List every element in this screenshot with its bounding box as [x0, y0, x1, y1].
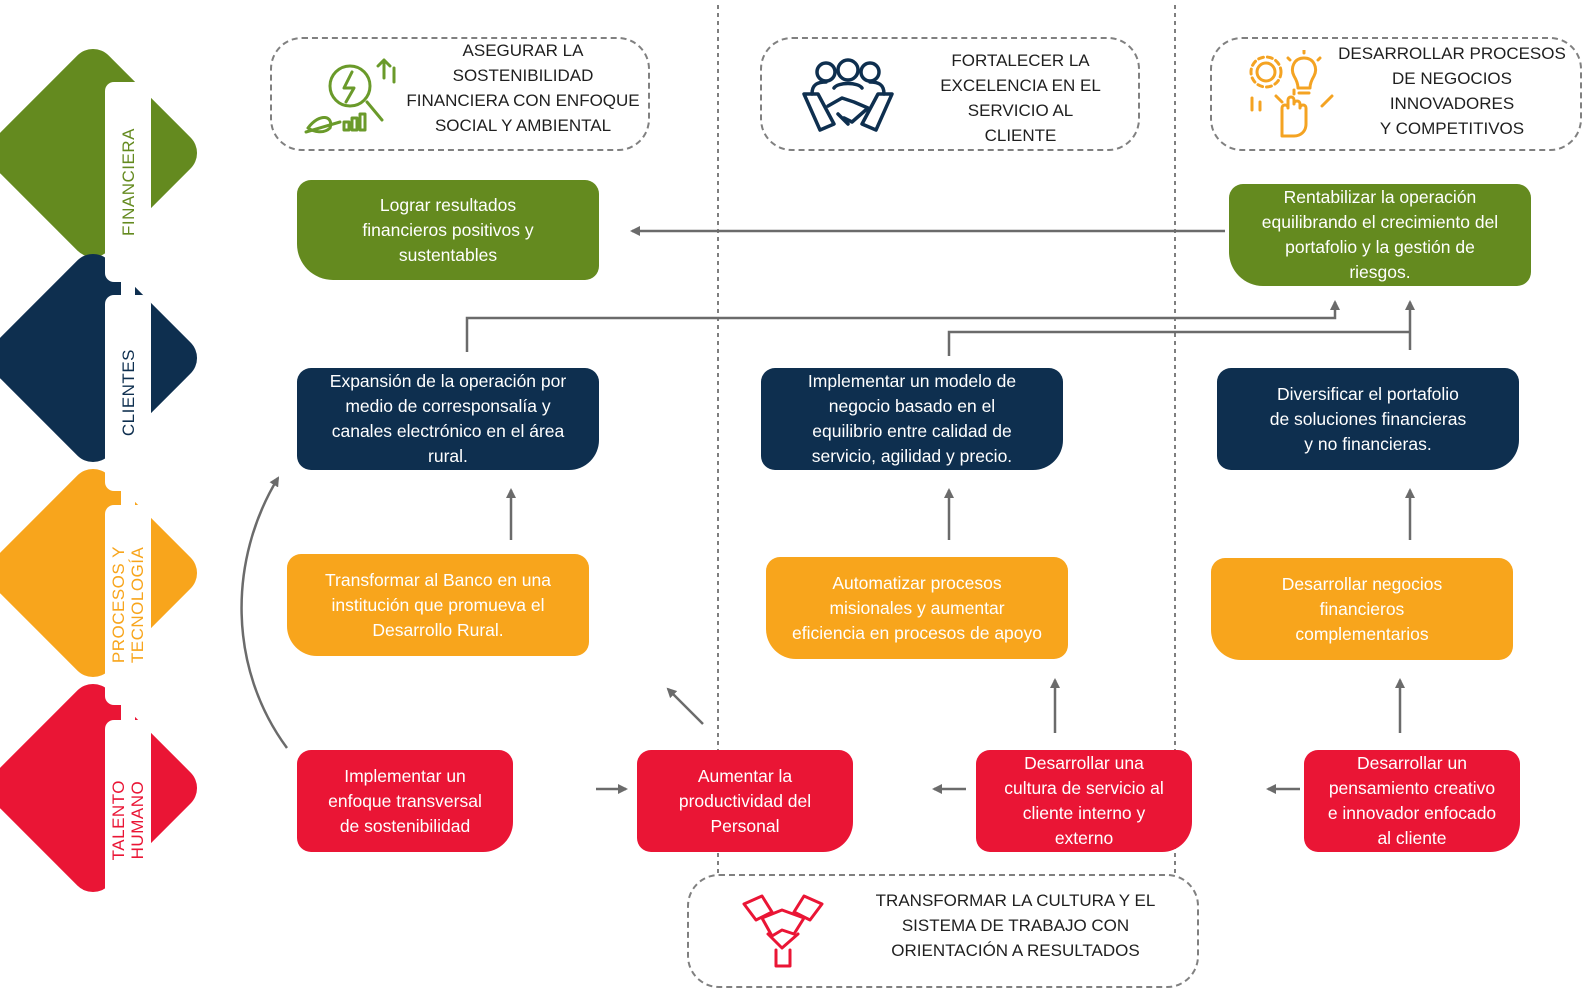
- connector: [121, 704, 135, 720]
- objective-line: financieros positivos y: [362, 219, 534, 240]
- objective-line: Desarrollar un: [1357, 753, 1467, 773]
- objective-cultura-servicio: Desarrollar una cultura de servicio al c…: [976, 750, 1192, 852]
- theme-innovacion-line2: DE NEGOCIOS: [1392, 69, 1512, 88]
- objective-line: cultura de servicio al: [1004, 778, 1164, 798]
- objective-pensamiento-creativo: Desarrollar un pensamiento creativo e in…: [1304, 750, 1520, 852]
- objective-resultados-financieros: Lograr resultados financieros positivos …: [297, 180, 599, 280]
- objective-line: medio de corresponsalía y: [345, 396, 551, 416]
- innovation-gears-bulb-icon: [1249, 50, 1334, 138]
- theme-cultura-line2: SISTEMA DE TRABAJO CON: [901, 916, 1130, 935]
- arrow: [666, 687, 704, 725]
- theme-cultura-text: TRANSFORMAR LA CULTURA Y EL SISTEMA DE T…: [858, 888, 1173, 963]
- theme-sostenibilidad-line4: SOCIAL Y AMBIENTAL: [434, 116, 612, 135]
- theme-sostenibilidad-box: [270, 37, 650, 151]
- arrow: [947, 330, 1410, 356]
- objective-line: pensamiento creativo: [1328, 778, 1496, 798]
- theme-sostenibilidad-line1: ASEGURAR LA: [462, 41, 584, 60]
- theme-innovacion-text: DESARROLLAR PROCESOS DE NEGOCIOS INNOVAD…: [1332, 41, 1572, 141]
- objective-negocios-complementarios: Desarrollar negocios financieros complem…: [1211, 558, 1513, 660]
- objective-productividad: Aumentar la productividad del Personal: [637, 750, 853, 852]
- objective-line: Diversificar el portafolio: [1277, 383, 1459, 404]
- theme-excelencia-line2: EXCELENCIA EN EL: [940, 76, 1101, 95]
- objective-line: equilibrando el crecimiento del: [1261, 212, 1499, 232]
- sustainability-growth-icon: [304, 58, 396, 134]
- objective-line: canales electrónico en el área: [331, 421, 565, 441]
- objective-line: productividad del: [678, 790, 812, 811]
- theme-excelencia-line3: SERVICIO AL: [967, 101, 1074, 120]
- objective-transformar-banco: Transformar al Banco en una institución …: [287, 554, 589, 656]
- theme-innovacion-line4: Y COMPETITIVOS: [1379, 119, 1525, 138]
- theme-sostenibilidad-line2: SOSTENIBILIDAD: [452, 66, 594, 85]
- theme-cultura-line1: TRANSFORMAR LA CULTURA Y EL: [875, 891, 1156, 910]
- objective-line: financieros: [1319, 598, 1405, 619]
- objective-line: equilibrio entre calidad de: [812, 421, 1012, 441]
- connector: [121, 489, 135, 505]
- objective-line: Implementar un modelo de: [807, 371, 1017, 391]
- theme-innovacion-line1: DESARROLLAR PROCESOS: [1338, 44, 1566, 63]
- objective-line: de sostenibilidad: [339, 815, 471, 836]
- theme-innovacion-box: [1210, 37, 1582, 151]
- theme-cultura-line3: ORIENTACIÓN A RESULTADOS: [891, 941, 1140, 960]
- objective-automatizar: Automatizar procesos misionales y aument…: [766, 557, 1068, 659]
- objective-line: portafolio y la gestión de: [1285, 237, 1475, 257]
- objective-line: al cliente: [1377, 828, 1447, 848]
- objective-line: servicio, agilidad y precio.: [811, 446, 1013, 466]
- connector: [121, 279, 135, 295]
- objective-expansion: Expansión de la operación por medio de c…: [297, 368, 599, 470]
- theme-sostenibilidad-line3: FINANCIERA CON ENFOQUE: [406, 91, 640, 110]
- objective-rentabilizar: Rentabilizar la operación equilibrando e…: [1229, 184, 1531, 286]
- objective-line: Lograr resultados: [379, 194, 517, 215]
- label-financiera: FINANCIERA: [105, 82, 151, 282]
- theme-cultura-box: [687, 874, 1199, 988]
- objective-modelo-negocio: Implementar un modelo de negocio basado …: [761, 368, 1063, 470]
- objective-line: Expansión de la operación por: [329, 371, 567, 391]
- objective-line: e innovador enfocado: [1327, 803, 1497, 823]
- theme-innovacion-line3: INNOVADORES: [1389, 94, 1515, 113]
- arrow: [240, 476, 289, 749]
- objective-diversificar: Diversificar el portafolio de soluciones…: [1217, 368, 1519, 470]
- objective-line: Rentabilizar la operación: [1283, 187, 1477, 207]
- objective-line: eficiencia en procesos de apoyo: [791, 622, 1043, 643]
- hands-together-icon: [742, 894, 824, 968]
- objective-line: negocio basado en el: [828, 396, 996, 416]
- objective-line: sustentables: [398, 244, 498, 265]
- theme-excelencia-text: FORTALECER LA EXCELENCIA EN EL SERVICIO …: [908, 48, 1133, 148]
- objective-line: rural.: [428, 446, 468, 466]
- objective-line: cliente interno y: [1022, 803, 1146, 823]
- objective-line: Aumentar la: [697, 765, 793, 786]
- objective-line: Implementar un: [344, 765, 466, 786]
- objective-line: enfoque transversal: [328, 790, 482, 811]
- objective-line: misionales y aumentar: [829, 597, 1005, 618]
- objective-line: Personal: [710, 815, 780, 836]
- objective-line: Desarrollo Rural.: [372, 619, 504, 640]
- objective-line: Desarrollar una: [1024, 753, 1144, 773]
- objective-line: externo: [1054, 828, 1114, 848]
- objective-enfoque-sostenibilidad: Implementar un enfoque transversal de so…: [297, 750, 513, 852]
- theme-excelencia-line4: CLIENTE: [984, 126, 1057, 145]
- objective-line: de soluciones financieras: [1269, 408, 1467, 429]
- objective-line: Transformar al Banco en una: [325, 569, 551, 590]
- theme-sostenibilidad-text: ASEGURAR LA SOSTENIBILIDAD FINANCIERA CO…: [398, 38, 648, 138]
- objective-line: Automatizar procesos: [832, 572, 1002, 593]
- objective-line: Desarrollar negocios: [1281, 573, 1443, 594]
- theme-excelencia-line1: FORTALECER LA: [951, 51, 1090, 70]
- objective-line: riesgos.: [1349, 262, 1411, 282]
- label-clientes: CLIENTES: [105, 295, 151, 491]
- objective-line: institución que promueva el: [331, 594, 545, 615]
- objective-line: complementarios: [1295, 623, 1429, 644]
- objective-line: y no financieras.: [1304, 433, 1432, 454]
- theme-excelencia-box: [760, 37, 1140, 151]
- arrow: [465, 300, 1340, 352]
- handshake-team-icon: [802, 58, 894, 132]
